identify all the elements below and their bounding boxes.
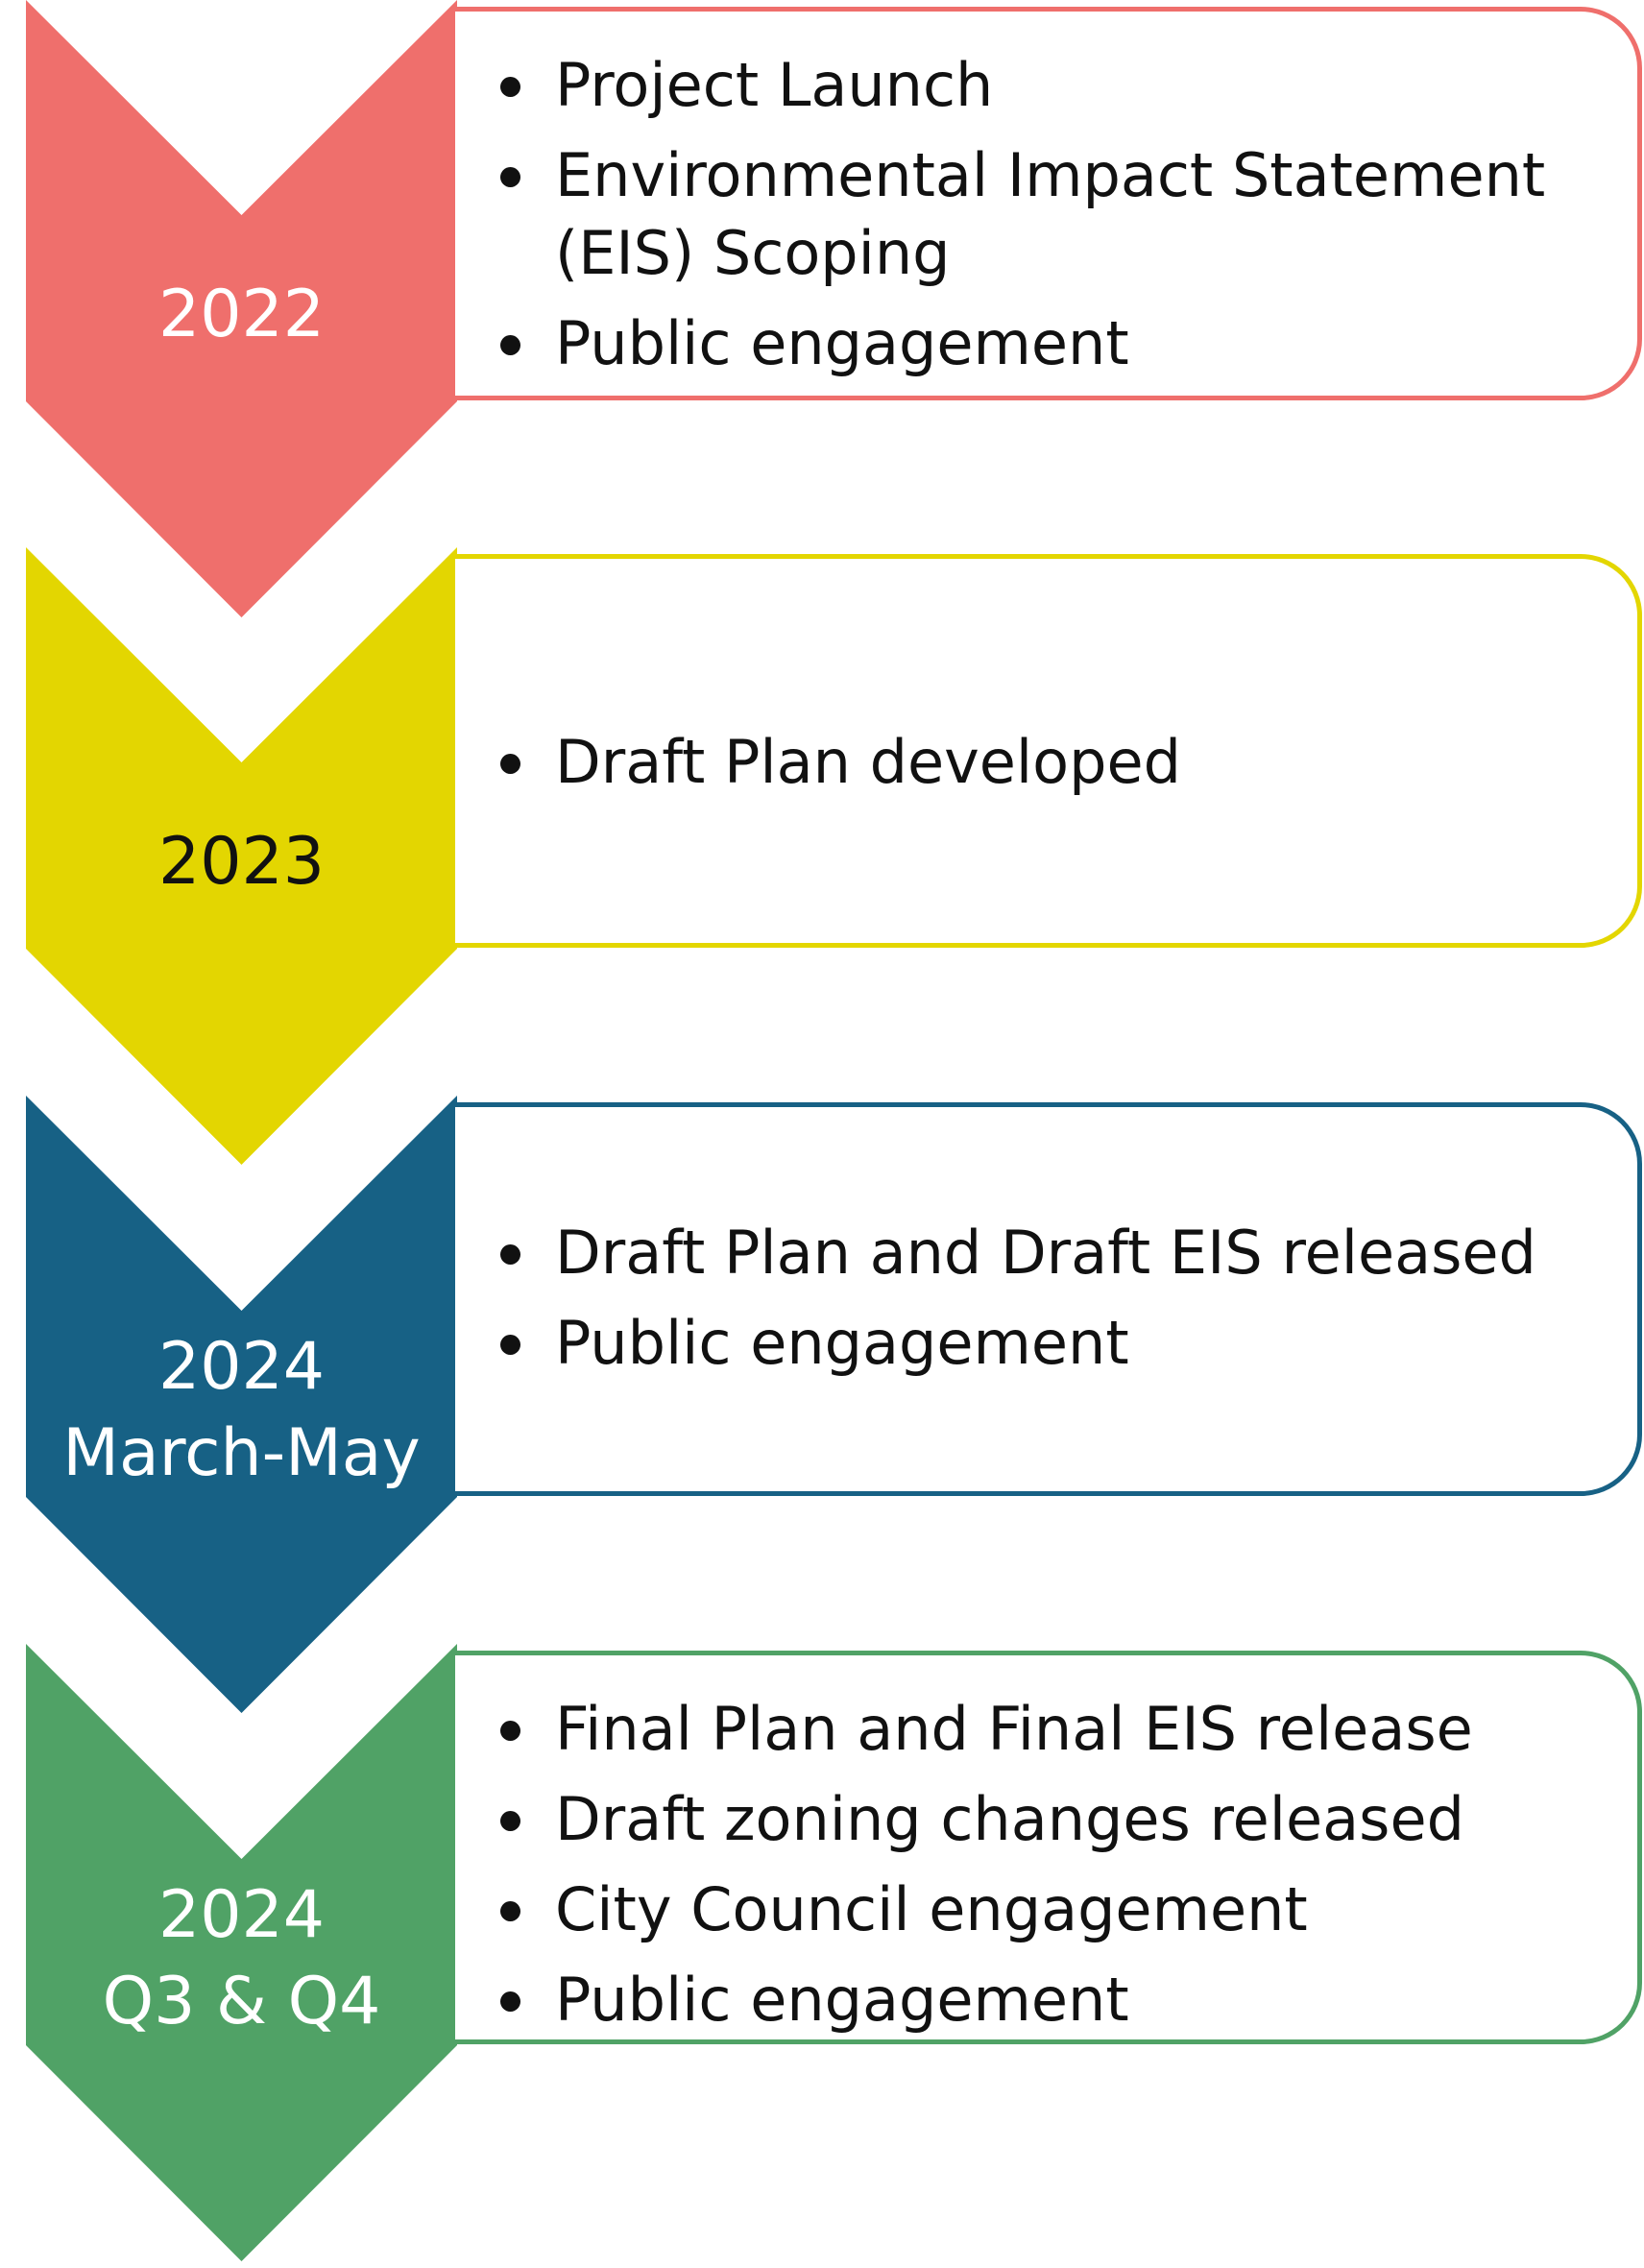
milestone-item: Public engagement xyxy=(455,304,1570,382)
milestone-box: Draft Plan developed xyxy=(455,554,1642,948)
milestone-item: Draft Plan and Draft EIS released xyxy=(455,1214,1570,1291)
stage-label: 2022 xyxy=(26,204,457,426)
milestone-item: Final Plan and Final EIS release xyxy=(455,1690,1570,1768)
stage-label: 2024 Q3 & Q4 xyxy=(26,1847,457,2070)
stage-period: March-May xyxy=(62,1415,421,1491)
milestone-list: Project Launch Environmental Impact Stat… xyxy=(455,46,1570,395)
milestone-item: City Council engagement xyxy=(455,1870,1570,1948)
milestone-item: Environmental Impact Statement (EIS) Sco… xyxy=(455,136,1570,292)
stage-2024-march-may: 2024 March-May Draft Plan and Draft EIS … xyxy=(0,1096,1644,1720)
chevron-shape xyxy=(26,1096,457,1713)
milestone-item: Public engagement xyxy=(455,1961,1570,2039)
milestone-box: Final Plan and Final EIS release Draft z… xyxy=(455,1651,1642,2044)
stage-year: 2024 xyxy=(157,1329,326,1405)
stage-2024-q3-q4: 2024 Q3 & Q4 Final Plan and Final EIS re… xyxy=(0,1644,1644,2268)
chevron-shape xyxy=(26,547,457,1165)
milestone-box: Draft Plan and Draft EIS released Public… xyxy=(455,1102,1642,1496)
stage-period: Q3 & Q4 xyxy=(102,1964,381,2039)
stage-2023: 2023 Draft Plan developed xyxy=(0,547,1644,1171)
milestone-item: Project Launch xyxy=(455,46,1570,124)
milestone-list: Draft Plan and Draft EIS released Public… xyxy=(455,1214,1570,1394)
stage-year: 2024 xyxy=(157,1877,326,1953)
milestone-list: Final Plan and Final EIS release Draft z… xyxy=(455,1690,1570,2051)
milestone-box: Project Launch Environmental Impact Stat… xyxy=(455,7,1642,400)
stage-label: 2024 March-May xyxy=(26,1299,457,1522)
chevron-shape xyxy=(26,1644,457,2261)
milestone-item: Draft Plan developed xyxy=(455,723,1570,801)
milestone-item: Draft zoning changes released xyxy=(455,1780,1570,1858)
stage-2022: 2022 Project Launch Environmental Impact… xyxy=(0,0,1644,624)
milestone-list: Draft Plan developed xyxy=(455,723,1570,813)
stage-year: 2023 xyxy=(157,824,326,900)
chevron-shape xyxy=(26,0,457,617)
chevron-arrow xyxy=(26,547,457,1165)
stage-label: 2023 xyxy=(26,751,457,974)
chevron-arrow xyxy=(26,1644,457,2261)
chevron-arrow xyxy=(26,0,457,617)
chevron-arrow xyxy=(26,1096,457,1713)
milestone-item: Public engagement xyxy=(455,1304,1570,1382)
stage-year: 2022 xyxy=(157,277,326,352)
